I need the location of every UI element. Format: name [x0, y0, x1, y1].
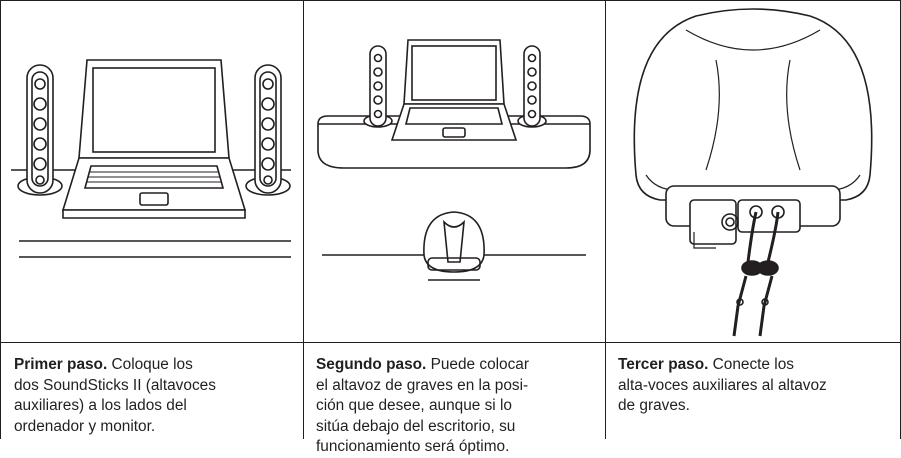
step-1-title: Primer paso.	[14, 356, 108, 373]
step-2-line-2: el altavoz de graves en la posi-	[316, 376, 529, 394]
left-speaker-icon	[363, 45, 393, 128]
step-3-caption: Tercer paso. Conecte los alta-voces auxi…	[618, 355, 896, 417]
laptop-icon	[390, 39, 518, 141]
cable-connector-icon	[732, 211, 780, 337]
laptop-icon	[61, 59, 247, 219]
step-3-line-2: alta-voces auxiliares al altavoz	[618, 376, 827, 394]
step-3-line-1: Conecte los	[712, 356, 794, 373]
step-2-line-4: sitúa debajo del escritorio, su	[316, 417, 516, 435]
left-speaker-icon	[17, 64, 63, 196]
subwoofer-icon	[423, 211, 485, 281]
right-speaker-icon	[245, 64, 291, 196]
column-divider-2	[605, 0, 606, 439]
table-left-border	[0, 0, 1, 439]
right-speaker-icon	[517, 45, 547, 128]
step-2-caption: Segundo paso. Puede colocar el altavoz d…	[316, 355, 600, 458]
step-1-line-1: Coloque los	[111, 356, 193, 373]
table-row-divider	[0, 342, 901, 343]
table-top-border	[0, 0, 901, 1]
step-1-caption: Primer paso. Coloque los dos SoundSticks…	[14, 355, 298, 437]
step-3-illustration	[606, 0, 900, 342]
step-1-line-4: ordenador y monitor.	[14, 417, 156, 435]
step-3-title: Tercer paso.	[618, 356, 709, 373]
step-1-line-2: dos SoundSticks II (altavoces	[14, 376, 216, 394]
column-divider-1	[303, 0, 304, 439]
step-3-line-3: de graves.	[618, 397, 690, 414]
step-2-line-3: ción que desee, aunque si lo	[316, 397, 512, 414]
step-1-line-3: auxiliares) a los lados del	[14, 397, 187, 414]
step-1-illustration	[1, 0, 303, 342]
step-2-illustration	[304, 0, 605, 342]
step-2-line-1: Puede colocar	[430, 356, 529, 373]
step-2-line-5: funcionamiento será óptimo.	[316, 438, 510, 455]
subwoofer-rear-icon	[633, 8, 873, 249]
step-2-title: Segundo paso.	[316, 356, 427, 373]
